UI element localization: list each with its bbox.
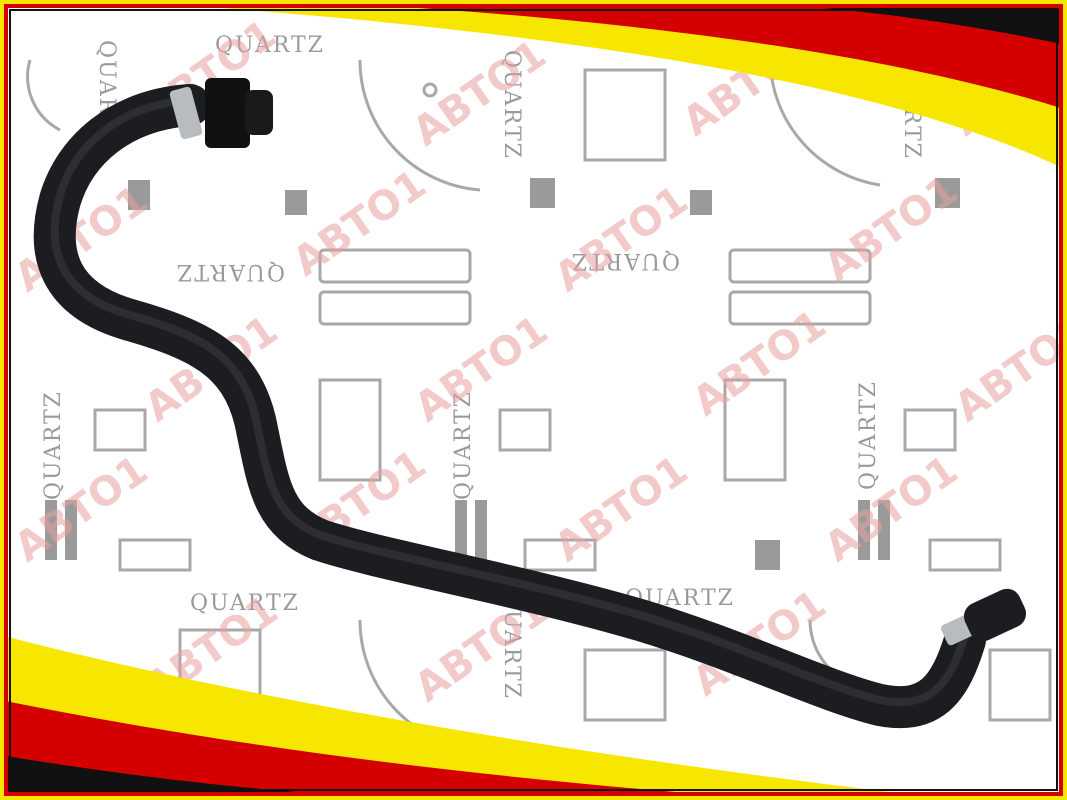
svg-text:QUARTZ: QUARTZ	[175, 259, 285, 284]
svg-text:QUARTZ: QUARTZ	[41, 390, 66, 500]
svg-text:QUARTZ: QUARTZ	[451, 390, 476, 500]
frame-swoosh-top	[100, 0, 1067, 170]
hose-clamp-top	[169, 78, 273, 148]
frame-swoosh-bottom	[0, 635, 960, 800]
svg-text:QUARTZ: QUARTZ	[856, 380, 881, 490]
watermark-drawings	[26, 59, 1052, 752]
svg-text:QUARTZ: QUARTZ	[190, 591, 300, 616]
svg-text:QUARTZ: QUARTZ	[215, 33, 325, 58]
svg-text:QUARTZ: QUARTZ	[570, 248, 680, 273]
hose-clamp-bottom	[941, 588, 1027, 646]
hose	[33, 84, 986, 729]
svg-text:QUARTZ: QUARTZ	[499, 50, 524, 160]
quick-connector-top	[205, 78, 250, 148]
